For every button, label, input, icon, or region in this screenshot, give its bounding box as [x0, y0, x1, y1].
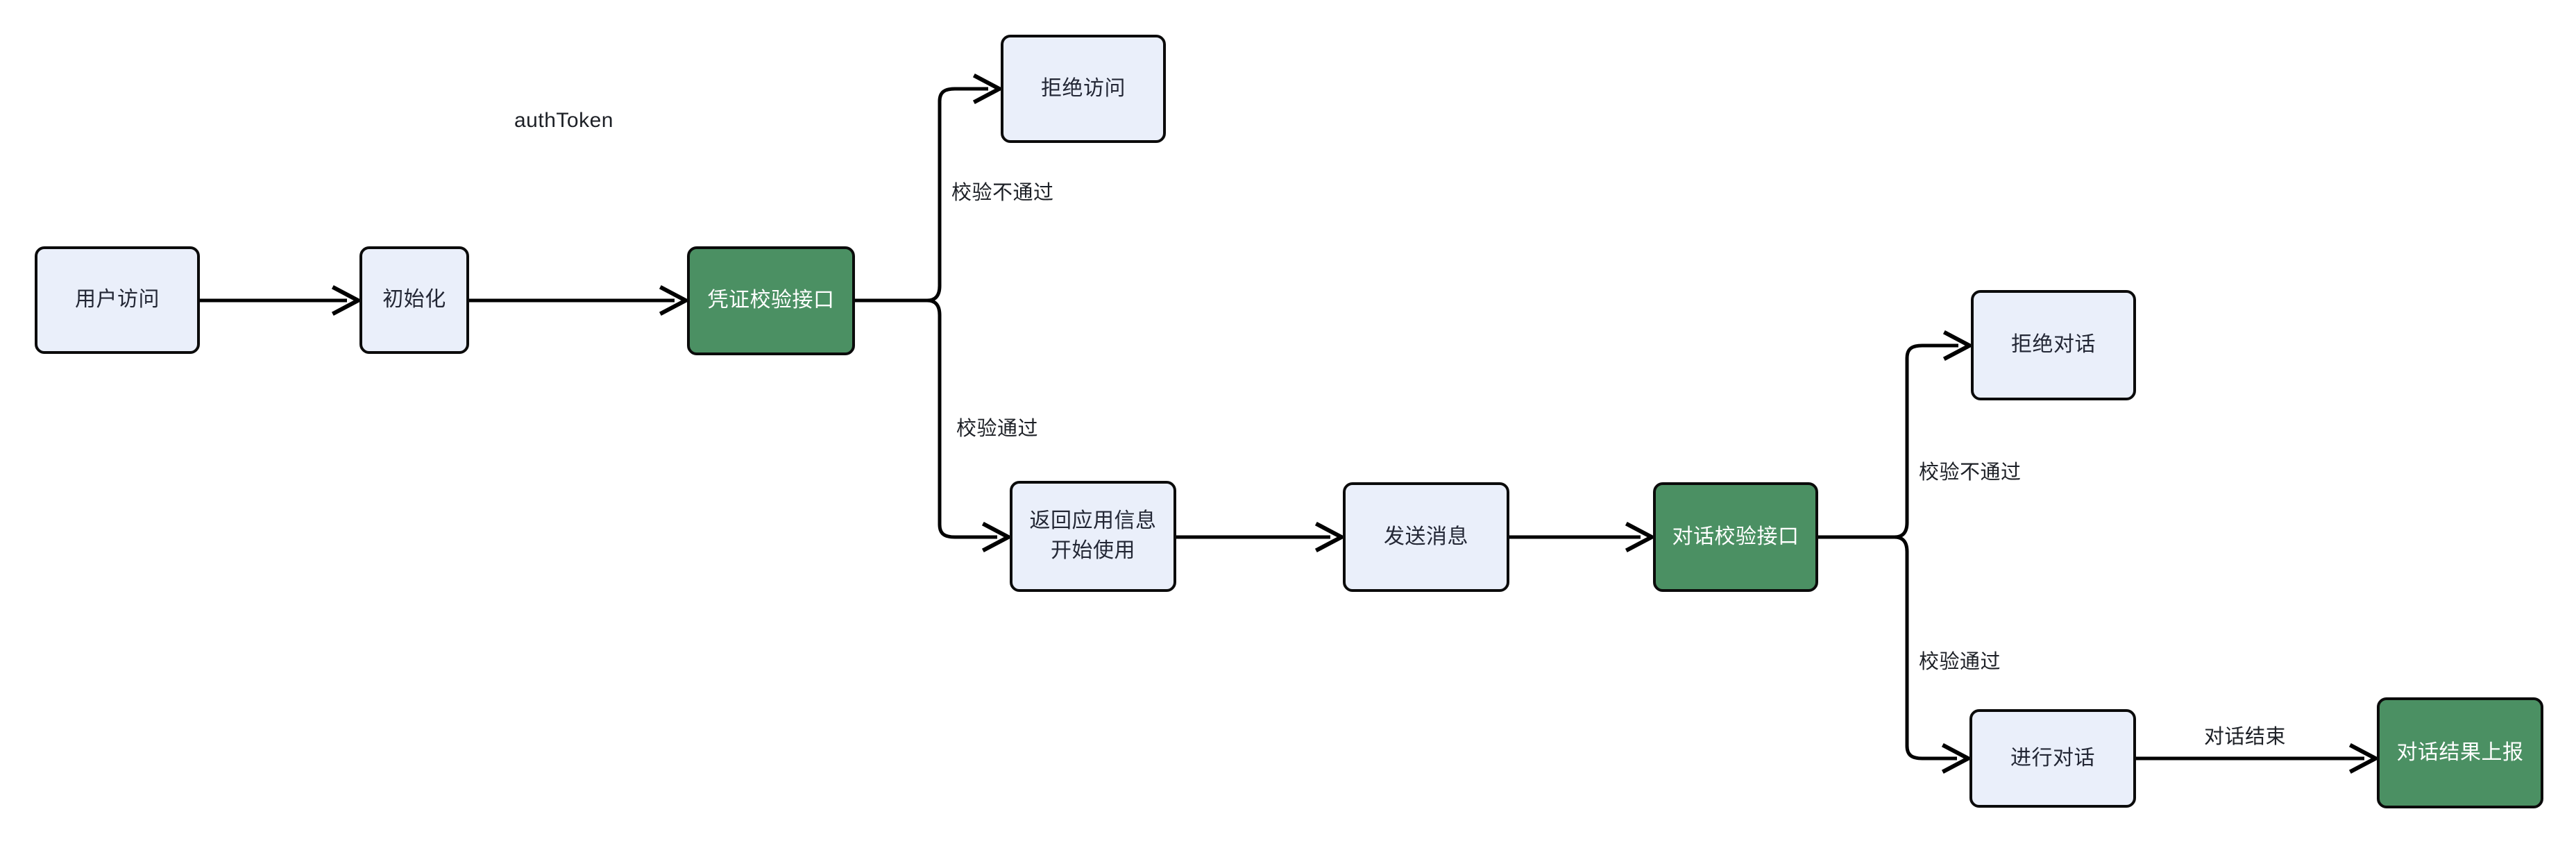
edge-credential-verify-to-deny-access — [926, 73, 1004, 303]
node-return-app-info[interactable]: 返回应用信息 开始使用 — [1010, 481, 1176, 592]
edge-return-app-info-to-send-message — [1176, 521, 1346, 553]
edge-do-dialog-to-report-result — [2136, 742, 2380, 774]
edge-dialog-verify-to-do-dialog — [1894, 535, 1973, 774]
node-dialog-verify[interactable]: 对话校验接口 — [1653, 482, 1818, 592]
edge-label-verify-passed-1: 校验通过 — [956, 418, 1039, 440]
node-initialize[interactable]: 初始化 — [359, 246, 469, 354]
edge-initialize-to-credential-verify — [469, 284, 690, 316]
node-report-result[interactable]: 对话结果上报 — [2377, 697, 2543, 808]
edge-label-verify-failed-2: 校验不通过 — [1919, 461, 2022, 484]
node-user-access[interactable]: 用户访问 — [35, 246, 200, 354]
edge-dialog-verify-to-deny-dialog — [1894, 330, 1974, 539]
edge-label-auth-token: authToken — [514, 109, 613, 132]
node-deny-access[interactable]: 拒绝访问 — [1001, 35, 1166, 143]
node-deny-dialog[interactable]: 拒绝对话 — [1971, 290, 2136, 400]
edge-label-verify-failed-1: 校验不通过 — [951, 182, 1054, 204]
node-do-dialog[interactable]: 进行对话 — [1969, 709, 2136, 808]
edge-user-access-to-initialize — [200, 284, 363, 316]
node-send-message[interactable]: 发送消息 — [1343, 482, 1509, 592]
edge-credential-verify-to-return-app-info — [926, 298, 1013, 553]
edge-send-message-to-dialog-verify — [1509, 521, 1656, 553]
edge-label-dialog-end: 对话结束 — [2204, 726, 2287, 748]
node-credential-verify[interactable]: 凭证校验接口 — [687, 246, 855, 355]
edge-label-verify-passed-2: 校验通过 — [1919, 651, 2001, 673]
